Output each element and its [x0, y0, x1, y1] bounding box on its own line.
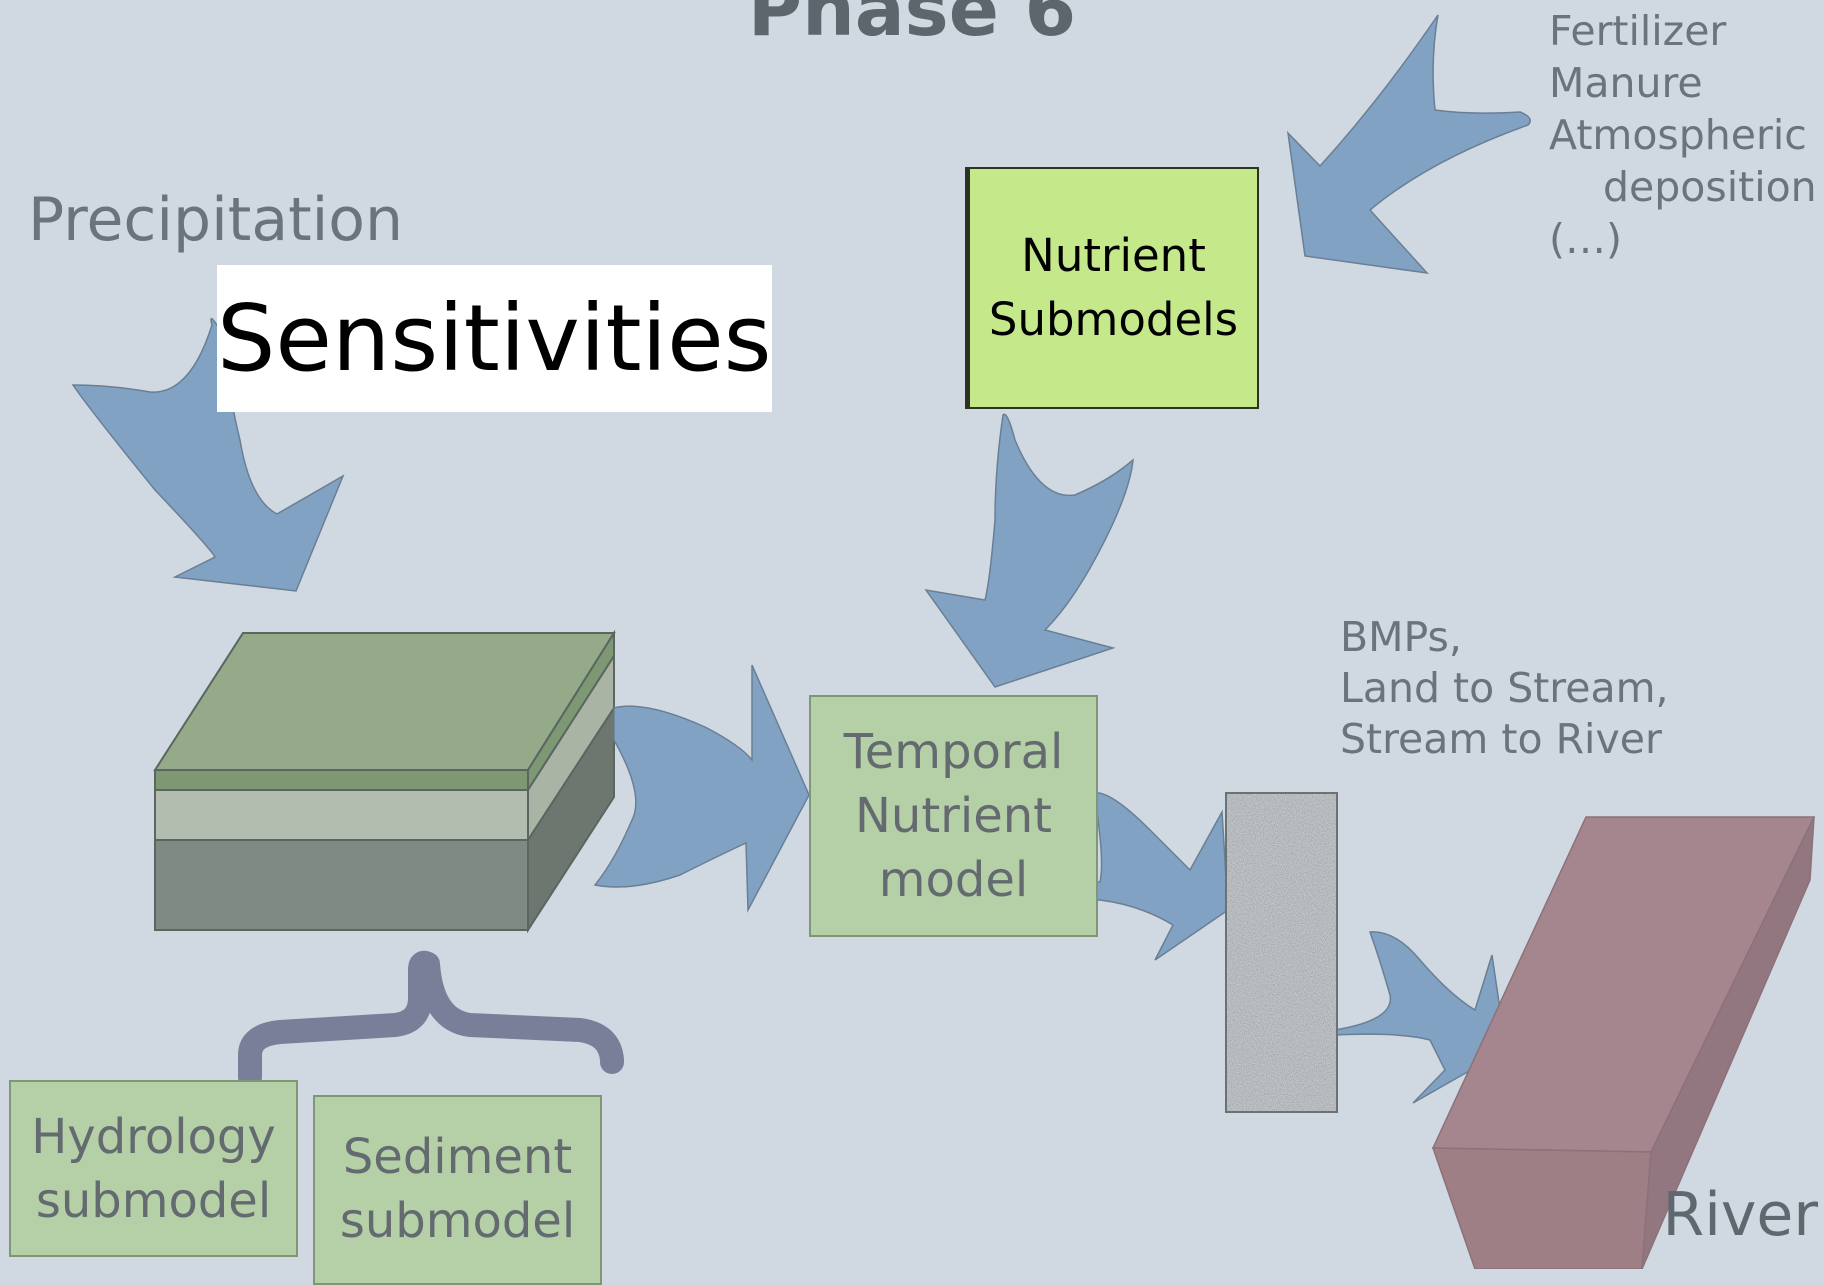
bmps-label-group: BMPs, Land to Stream, Stream to River	[1340, 612, 1669, 765]
nutrient-submodels-box: Nutrient Submodels	[965, 167, 1259, 409]
bmp-to-river-arrow-icon	[1334, 931, 1507, 1104]
land-to-stream-label: Land to Stream,	[1340, 664, 1669, 712]
temporal-to-bmp-arrow-icon	[1044, 792, 1229, 961]
stream-to-river-label: Stream to River	[1340, 715, 1662, 763]
nutrient-submodels-label: Nutrient Submodels	[988, 229, 1239, 346]
diagram-title: Phase 6	[747, 0, 1077, 53]
curly-brace-icon	[238, 950, 624, 1089]
atmospheric-label: Atmospheric	[1549, 111, 1807, 159]
more-inputs-label: (…)	[1549, 215, 1622, 263]
nutrient-inputs-list: Fertilizer Manure Atmospheric deposition…	[1549, 5, 1817, 265]
filter-strip-icon	[1225, 792, 1338, 1113]
precipitation-label: Precipitation	[28, 185, 404, 255]
hydrology-submodel-box: Hydrology submodel	[9, 1080, 298, 1257]
temporal-nutrient-model-label: Temporal Nutrient model	[843, 724, 1064, 908]
river-label: River	[1662, 1180, 1818, 1250]
land-block-icon	[153, 629, 616, 934]
sensitivities-banner: Sensitivities	[217, 265, 772, 412]
hydrology-submodel-label: Hydrology submodel	[31, 1108, 276, 1229]
inputs-arrow-icon	[1286, 14, 1531, 275]
precipitation-arrow-icon	[71, 317, 345, 592]
sediment-submodel-label: Sediment submodel	[339, 1129, 576, 1249]
deposition-label: deposition	[1603, 163, 1817, 211]
submodels-arrow-icon	[924, 413, 1134, 688]
bmps-label: BMPs,	[1340, 613, 1462, 661]
manure-label: Manure	[1549, 59, 1703, 107]
fertilizer-label: Fertilizer	[1549, 7, 1727, 55]
temporal-nutrient-model-box: Temporal Nutrient model	[809, 695, 1098, 937]
sediment-submodel-box: Sediment submodel	[313, 1095, 602, 1285]
land-to-temporal-arrow-icon	[593, 664, 810, 913]
river-channel-icon	[1431, 816, 1816, 1269]
